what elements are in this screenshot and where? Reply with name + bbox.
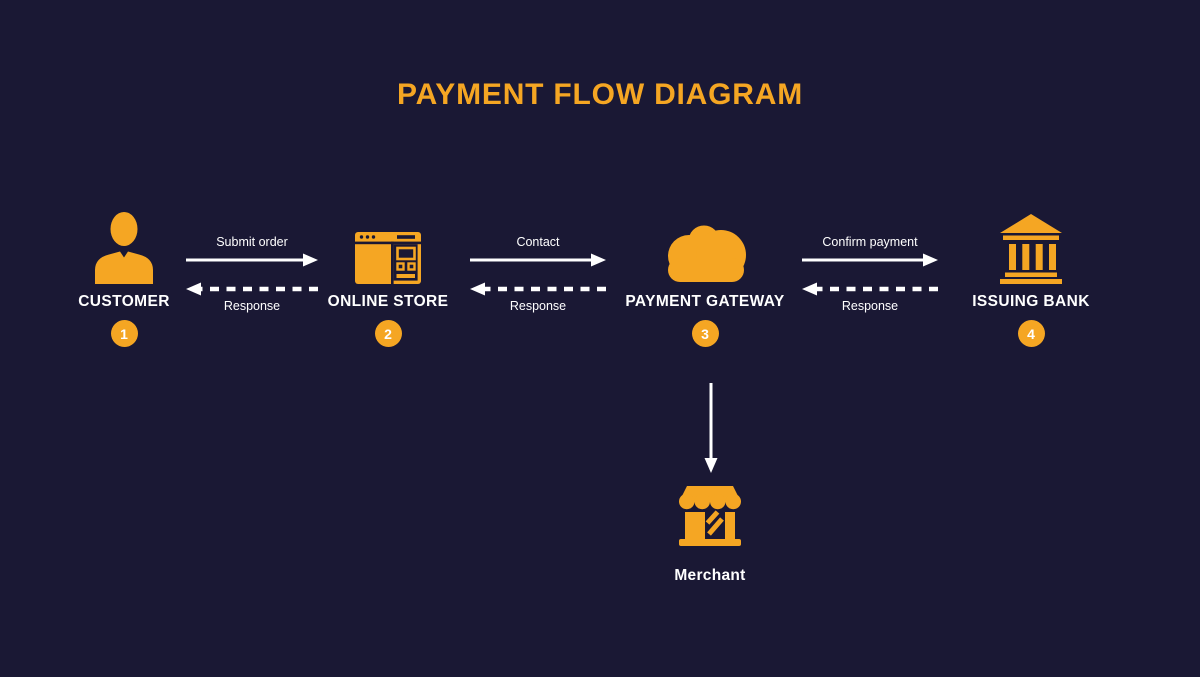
page-title: PAYMENT FLOW DIAGRAM [397,78,803,111]
arrow-right-icon [802,253,938,267]
edge-online-store-gateway: Contact Response [470,234,606,314]
person-icon [93,206,155,284]
step-badge: 4 [1017,320,1045,347]
node-payment-gateway: PAYMENT GATEWAY 3 [590,206,820,347]
node-customer: CUSTOMER 1 [14,206,234,347]
step-badge: 1 [110,320,138,347]
arrow-right-icon [470,253,606,267]
arrow-left-dashed-icon [802,282,938,296]
arrow-left-dashed-icon [186,282,318,296]
return-flow-label: Response [223,299,281,313]
forward-flow-label: Confirm payment [822,235,918,249]
bank-icon [1000,206,1062,284]
node-online-store: ONLINE STORE 2 [278,206,498,347]
storefront-icon [679,486,741,553]
arrow-down-icon [703,383,719,478]
edge-customer-online-store: Submit order Response [186,234,318,314]
node-label: CUSTOMER [78,293,170,310]
edge-gateway-issuing-bank: Confirm payment Response [802,234,938,314]
forward-flow-label: Submit order [216,235,288,249]
browser-store-icon [355,206,421,284]
node-label: ONLINE STORE [327,293,449,310]
node-label: Merchant [674,567,746,584]
arrow-left-dashed-icon [470,282,606,296]
step-badge: 3 [691,320,719,347]
node-label: ISSUING BANK [972,293,1090,310]
cloud-icon [662,206,748,284]
step-badge: 2 [374,320,402,347]
node-merchant: Merchant [600,486,820,585]
forward-flow-label: Contact [516,235,560,249]
node-label: PAYMENT GATEWAY [625,293,785,310]
return-flow-label: Response [509,299,567,313]
node-issuing-bank: ISSUING BANK 4 [921,206,1141,347]
return-flow-label: Response [841,299,899,313]
arrow-right-icon [186,253,318,267]
